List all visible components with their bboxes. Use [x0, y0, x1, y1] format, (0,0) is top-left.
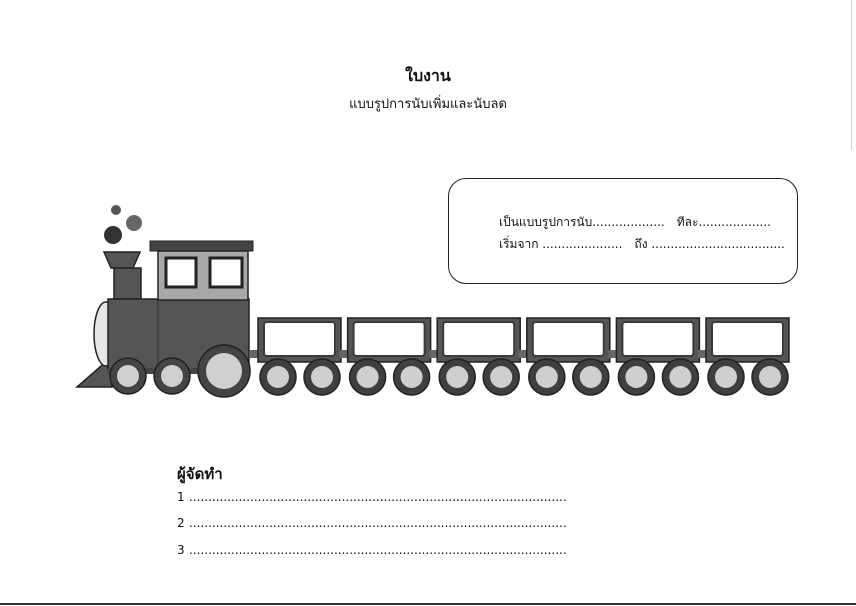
car-wheel-hub — [759, 366, 781, 388]
car-number-box — [442, 321, 516, 357]
scan-edge-bottom — [0, 603, 856, 605]
step-field: ทีละ................... — [676, 215, 771, 229]
car-number-box — [352, 321, 426, 357]
car-coupler — [518, 350, 527, 358]
smoke-puffs — [104, 205, 142, 244]
train-cars — [250, 317, 790, 396]
car-coupler — [608, 350, 617, 358]
train-illustration — [74, 205, 790, 398]
car-number-box — [531, 321, 605, 357]
car-wheel-hub — [267, 366, 289, 388]
maker-dots: ........................................… — [189, 490, 567, 504]
car-wheel-hub — [400, 366, 423, 388]
pattern-rule-line: เป็นแบบรูปการนับ................... ทีละ.… — [499, 213, 771, 232]
maker-line-1: 1.......................................… — [177, 490, 567, 504]
car-number-box — [263, 321, 336, 357]
maker-number: 3 — [177, 543, 185, 557]
maker-dots: ........................................… — [189, 543, 567, 557]
car-coupler — [250, 350, 258, 358]
pattern-range-line: เริ่มจาก ..................... ถึง ......… — [499, 235, 785, 254]
car-wheel-hub — [535, 366, 558, 388]
pattern-type-field: เป็นแบบรูปการนับ................... — [499, 215, 665, 229]
maker-line-2: 2.......................................… — [177, 516, 567, 530]
car-wheel-hub — [669, 366, 692, 388]
car-coupler — [339, 350, 348, 358]
maker-line-3: 3.......................................… — [177, 543, 567, 557]
car-coupler — [698, 350, 706, 358]
car-wheel-hub — [490, 366, 513, 388]
car-coupler — [429, 350, 438, 358]
info-box: เป็นแบบรูปการนับ................... ทีละ.… — [448, 178, 798, 284]
maker-number: 2 — [177, 516, 185, 530]
car-wheel-hub — [579, 366, 602, 388]
scan-edge-right — [851, 0, 852, 150]
car-wheel-hub — [311, 366, 333, 388]
locomotive-wheels — [109, 344, 251, 398]
maker-number: 1 — [177, 490, 185, 504]
end-field: ถึง ................................... — [634, 237, 785, 251]
makers-heading: ผู้จัดทำ — [177, 465, 223, 483]
car-wheel-hub — [625, 366, 648, 388]
start-field: เริ่มจาก ..................... — [499, 237, 623, 251]
car-wheel-hub — [715, 366, 737, 388]
car-number-box — [621, 321, 695, 357]
car-wheel-hub — [446, 366, 469, 388]
page-subtitle: แบบรูปการนับเพิ่มและนับลด — [349, 97, 507, 112]
car-wheel-hub — [356, 366, 379, 388]
maker-dots: ........................................… — [189, 516, 567, 530]
car-number-box — [711, 321, 784, 357]
page-title: ใบงาน — [405, 66, 451, 85]
